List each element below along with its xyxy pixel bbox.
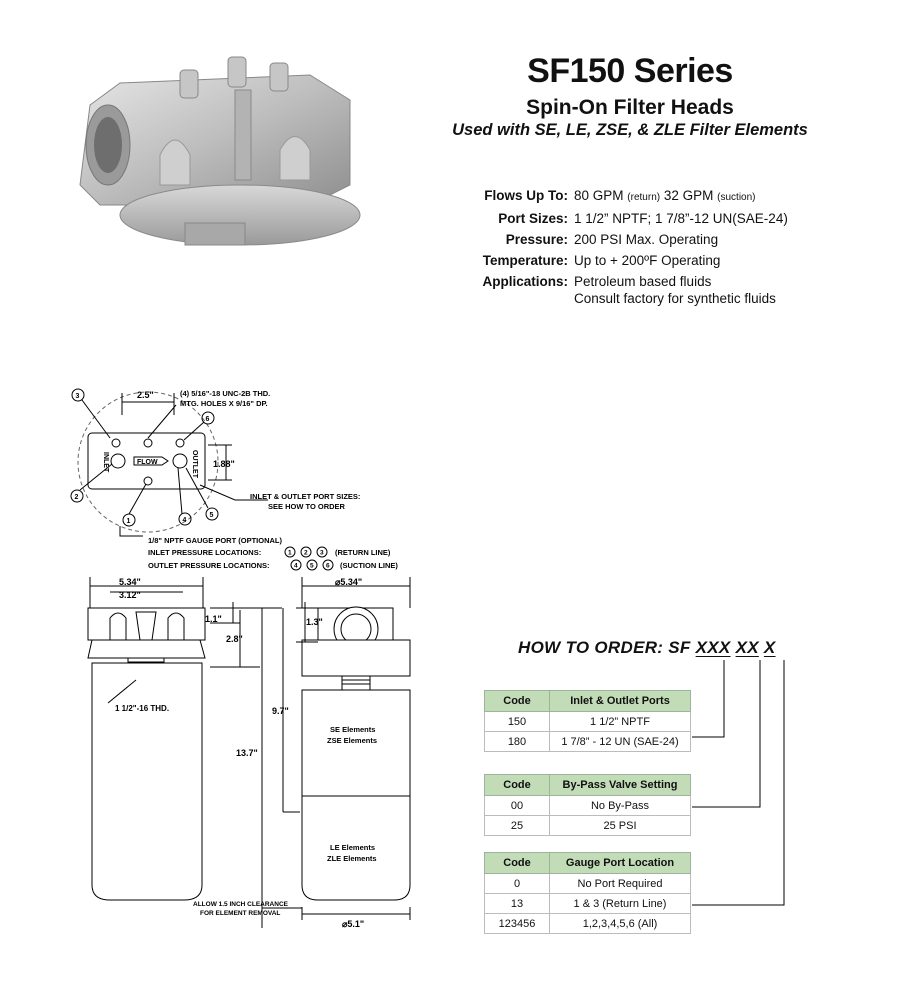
svg-text:5.34": 5.34" xyxy=(119,577,141,587)
product-photo xyxy=(79,56,361,246)
page-subtitle: Spin-On Filter Heads xyxy=(526,96,734,119)
svg-text:FOR ELEMENT REMOVAL: FOR ELEMENT REMOVAL xyxy=(200,910,280,917)
svg-text:ALLOW 1.5 INCH CLEARANCE: ALLOW 1.5 INCH CLEARANCE xyxy=(193,901,289,908)
svg-text:1: 1 xyxy=(127,518,131,525)
spec-temperature: Temperature: Up to + 200ºF Operating xyxy=(482,253,721,268)
svg-text:INLET: INLET xyxy=(102,452,109,473)
svg-text:5: 5 xyxy=(210,512,214,519)
how-to-order-heading: HOW TO ORDER: SF XXX XX X xyxy=(518,638,776,657)
svg-text:2.8": 2.8" xyxy=(226,634,243,644)
svg-text:1.88": 1.88" xyxy=(213,459,235,469)
svg-text:6: 6 xyxy=(326,563,330,570)
svg-text:13.7": 13.7" xyxy=(236,748,258,758)
svg-text:2: 2 xyxy=(75,494,79,501)
tagline: Used with SE, LE, ZSE, & ZLE Filter Elem… xyxy=(452,121,808,139)
svg-text:5: 5 xyxy=(310,563,314,570)
svg-text:INLET PRESSURE LOCATIONS:: INLET PRESSURE LOCATIONS: xyxy=(148,548,261,557)
svg-text:(4) 5/16"-18 UNC-2B THD.: (4) 5/16"-18 UNC-2B THD. xyxy=(180,389,270,398)
svg-text:⌀5.34": ⌀5.34" xyxy=(335,577,362,587)
svg-text:4: 4 xyxy=(183,517,187,524)
front-view xyxy=(87,577,300,928)
side-view xyxy=(262,577,411,920)
svg-text:OUTLET PRESSURE LOCATIONS:: OUTLET PRESSURE LOCATIONS: xyxy=(148,561,270,570)
svg-text:FLOW: FLOW xyxy=(137,459,158,466)
spec-list: Flows Up To: 80 GPM (return) 32 GPM (suc… xyxy=(440,185,880,309)
svg-text:SE Elements: SE Elements xyxy=(330,725,375,734)
svg-text:SEE HOW TO ORDER: SEE HOW TO ORDER xyxy=(268,502,346,511)
svg-text:1 1/2"-16 THD.: 1 1/2"-16 THD. xyxy=(115,704,169,713)
svg-text:1: 1 xyxy=(288,550,292,557)
svg-text:6: 6 xyxy=(206,416,210,423)
svg-text:MTG. HOLES X 9/16" DP.: MTG. HOLES X 9/16" DP. xyxy=(180,399,268,408)
page-title: SF150 Series xyxy=(527,52,733,90)
svg-text:3.12": 3.12" xyxy=(119,590,141,600)
svg-text:2.5": 2.5" xyxy=(137,390,154,400)
top-view xyxy=(70,388,268,537)
technical-drawing: 2.5" (4) 5/16"-18 UNC-2B THD. MTG. HOLES… xyxy=(70,388,411,929)
svg-text:INLET & OUTLET PORT SIZES:: INLET & OUTLET PORT SIZES: xyxy=(250,492,360,501)
svg-text:LE Elements: LE Elements xyxy=(330,843,375,852)
svg-text:3: 3 xyxy=(320,550,324,557)
svg-text:(RETURN LINE): (RETURN LINE) xyxy=(335,548,391,557)
svg-text:1.3": 1.3" xyxy=(306,617,323,627)
svg-text:1/8" NPTF GAUGE PORT (OPTIONAL: 1/8" NPTF GAUGE PORT (OPTIONAL) xyxy=(148,536,282,545)
spec-ports: Port Sizes: 1 1/2” NPTF; 1 7/8”-12 UN(SA… xyxy=(498,211,788,226)
svg-text:ZLE Elements: ZLE Elements xyxy=(327,854,377,863)
svg-text:1.1": 1.1" xyxy=(205,614,222,624)
svg-text:9.7": 9.7" xyxy=(272,706,289,716)
svg-text:2: 2 xyxy=(304,550,308,557)
svg-text:OUTLET: OUTLET xyxy=(191,450,198,479)
spec-flows: Flows Up To: 80 GPM (return) 32 GPM (suc… xyxy=(484,188,756,203)
svg-text:⌀5.1": ⌀5.1" xyxy=(342,919,364,929)
svg-text:4: 4 xyxy=(294,563,298,570)
svg-text:ZSE Elements: ZSE Elements xyxy=(327,736,377,745)
spec-pressure: Pressure: 200 PSI Max. Operating xyxy=(505,232,719,247)
svg-text:(SUCTION LINE): (SUCTION LINE) xyxy=(340,561,398,570)
svg-text:3: 3 xyxy=(76,393,80,400)
